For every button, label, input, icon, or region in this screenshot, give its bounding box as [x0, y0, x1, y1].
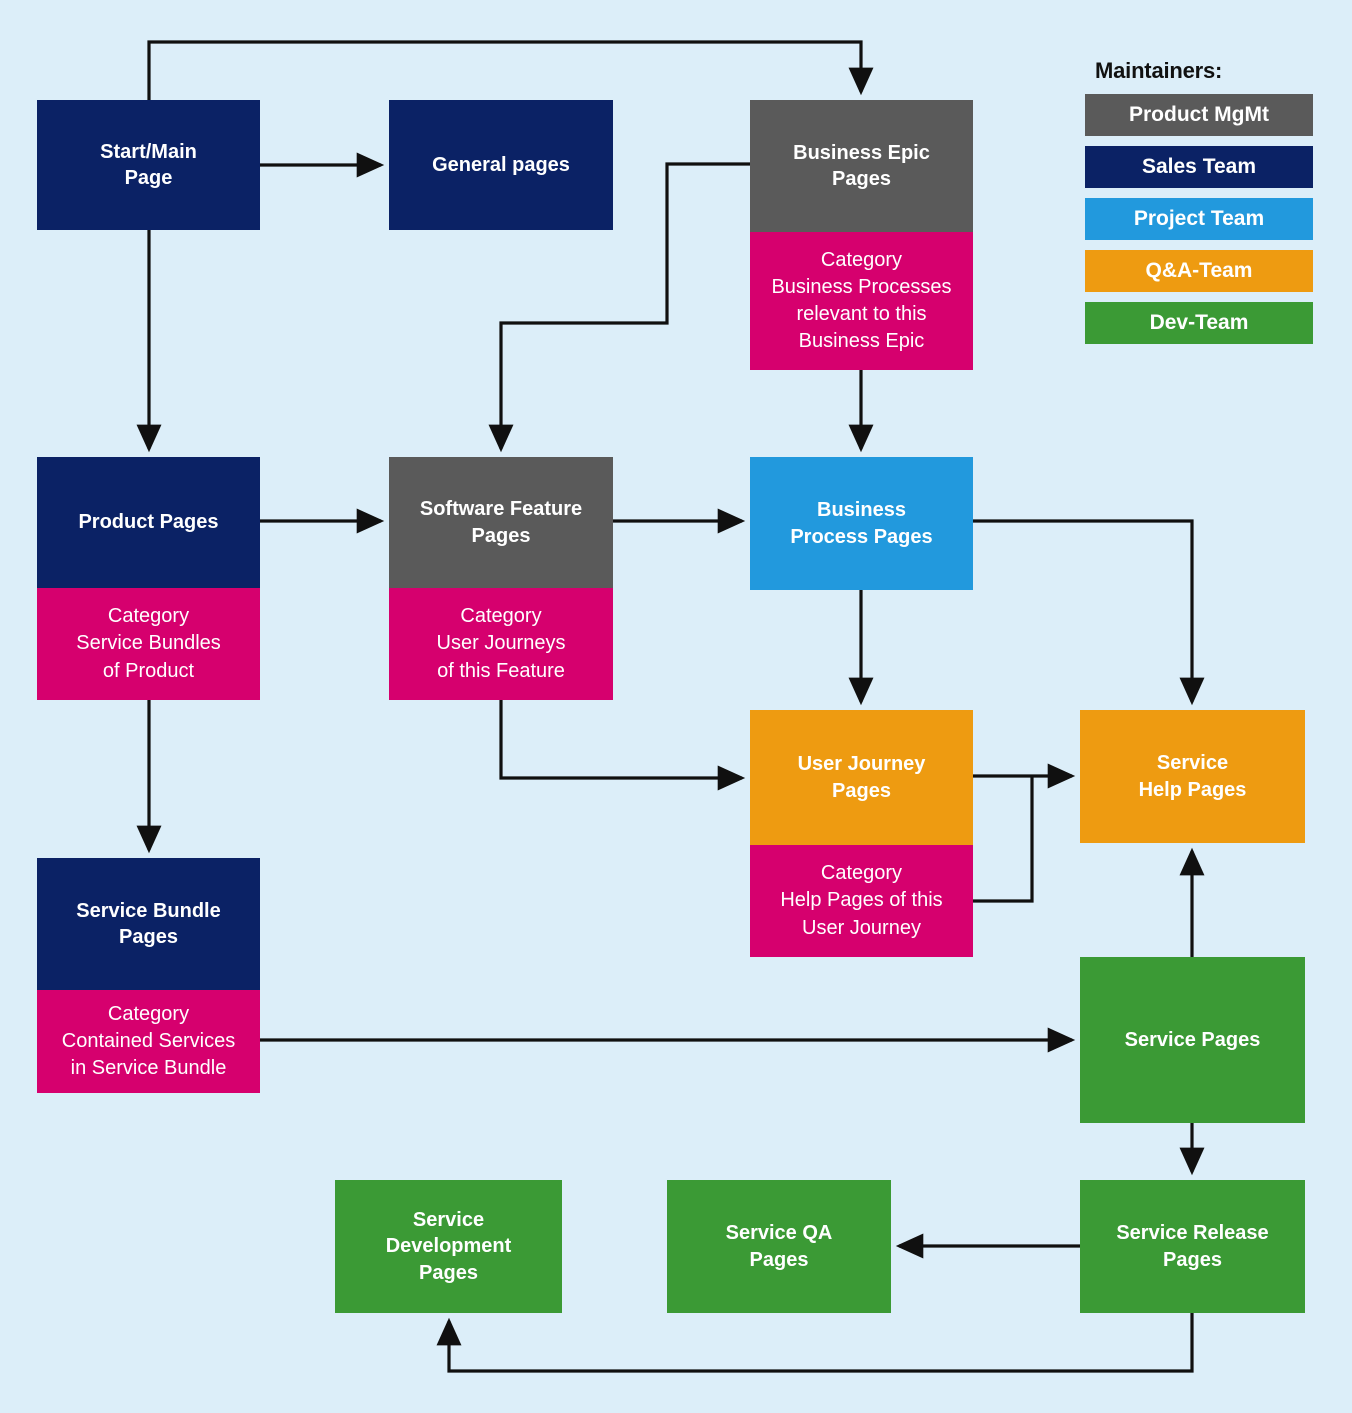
legend-item-sales_team[interactable]: Sales Team [1085, 146, 1313, 188]
legend-item-label: Q&A-Team [1145, 259, 1253, 282]
node-service-qa-pages[interactable]: Service QA Pages [667, 1180, 891, 1313]
node-service-help-pages[interactable]: Service Help Pages [1080, 710, 1305, 843]
node-title-general-pages: General pages [389, 100, 613, 230]
legend-item-dev_team[interactable]: Dev-Team [1085, 302, 1313, 344]
node-title-service-release-pages: Service Release Pages [1080, 1180, 1305, 1313]
node-category-business-epic-pages: Category Business Processes relevant to … [750, 232, 973, 370]
node-title-service-development-pages: Service Development Pages [335, 1180, 562, 1313]
legend-item-project_team[interactable]: Project Team [1085, 198, 1313, 240]
legend-item-label: Project Team [1133, 207, 1265, 230]
legend-item-label: Sales Team [1141, 155, 1256, 178]
node-title-business-epic-pages: Business Epic Pages [750, 100, 973, 232]
legend-item-product_mgmt[interactable]: Product MgMt [1085, 94, 1313, 136]
node-title-service-help-pages: Service Help Pages [1080, 710, 1305, 843]
edge-business-process-to-service-help [973, 519, 1205, 706]
node-title-user-journey-pages: User Journey Pages [750, 710, 973, 845]
node-category-user-journey-pages: Category Help Pages of this User Journey [750, 845, 973, 957]
edge-software-feature-category-to-user-journey [499, 700, 746, 791]
node-category-product-pages: Category Service Bundles of Product [37, 588, 260, 700]
legend-item-qa_team[interactable]: Q&A-Team [1085, 250, 1313, 292]
node-business-process-pages[interactable]: Business Process Pages [750, 457, 973, 590]
edge-start-to-business-epic [147, 40, 874, 100]
legend-item-label: Dev-Team [1149, 311, 1249, 334]
node-title-service-pages: Service Pages [1080, 957, 1305, 1123]
node-category-service-bundle-pages: Category Contained Services in Service B… [37, 990, 260, 1093]
node-title-service-bundle-pages: Service Bundle Pages [37, 858, 260, 990]
legend-item-label: Product MgMt [1129, 103, 1269, 126]
edge-service-release-to-service-development [436, 1313, 1194, 1373]
node-category-software-feature-pages: Category User Journeys of this Feature [389, 588, 613, 700]
node-title-start-main-page: Start/Main Page [37, 100, 260, 230]
node-title-service-qa-pages: Service QA Pages [667, 1180, 891, 1313]
node-service-release-pages[interactable]: Service Release Pages [1080, 1180, 1305, 1313]
edge-user-journey-category-to-service-help [973, 776, 1034, 903]
node-start-main-page[interactable]: Start/Main Page [37, 100, 260, 230]
node-service-pages[interactable]: Service Pages [1080, 957, 1305, 1123]
node-service-development-pages[interactable]: Service Development Pages [335, 1180, 562, 1313]
node-title-business-process-pages: Business Process Pages [750, 457, 973, 590]
node-title-product-pages: Product Pages [37, 457, 260, 588]
legend-title: Maintainers: [1095, 58, 1223, 83]
node-general-pages[interactable]: General pages [389, 100, 613, 230]
node-title-software-feature-pages: Software Feature Pages [389, 457, 613, 588]
